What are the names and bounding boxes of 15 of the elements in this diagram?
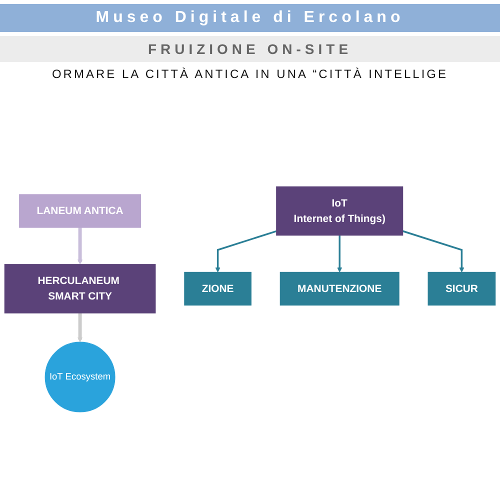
arrow [78,312,83,342]
title-banner: Museo Digitale di Ercolano [0,4,500,32]
heading-text: ORMARE LA CITTÀ ANTICA IN UNA “CITTÀ INTELLIGE [50,66,450,83]
node-box: LANEUM ANTICA [19,194,142,228]
node-box: ZIONE [184,272,252,306]
node-circle: IoT Ecosystem [44,341,116,412]
node-box: IoT Internet of Things) [276,186,404,236]
arrow [337,235,342,272]
node-box: HERCULANEUM SMART CITY [4,264,156,314]
node-box: SICUR [428,272,496,306]
arrow [215,230,277,272]
arrow [78,227,83,264]
arrow [402,230,464,272]
subtitle-banner: FRUIZIONE ON-SITE [0,36,500,62]
node-box: MANUTENZIONE [280,272,400,306]
